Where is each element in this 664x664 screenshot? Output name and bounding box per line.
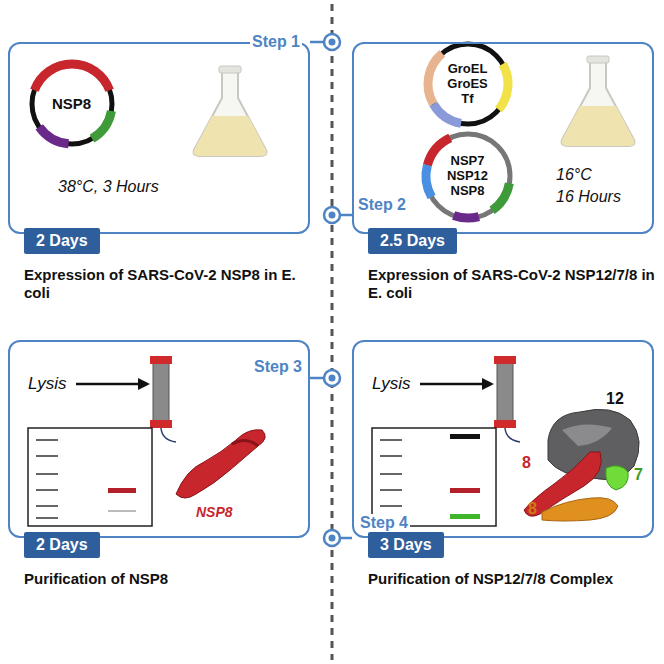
plasmid-gene: NSP8 xyxy=(451,183,485,198)
plasmid-gene: Tf xyxy=(461,91,473,106)
plasmid-gene: NSP7 xyxy=(451,153,485,168)
flask xyxy=(194,66,267,156)
sds-gel xyxy=(28,428,496,526)
subunit-label: 12 xyxy=(606,390,624,408)
step-panel: Purification of NSP12/7/8 Complex3 Days xyxy=(352,340,654,538)
plasmid-gene: NSP8 xyxy=(52,95,91,112)
step-label: Step 4 xyxy=(358,514,410,532)
duration-text: 2.5 Days xyxy=(380,232,445,249)
duration-tab: 2 Days xyxy=(24,532,100,558)
step-caption: Purification of NSP8 xyxy=(24,570,314,588)
plasmid-rings xyxy=(32,44,510,218)
condition-text: 16°C xyxy=(556,166,592,184)
nsp8-structure xyxy=(176,430,265,498)
step-markers xyxy=(310,34,352,546)
condition-text: 38°C, 3 Hours xyxy=(58,178,159,196)
step-label: Step 3 xyxy=(252,358,304,376)
plasmid: NSP8 xyxy=(41,73,103,135)
duration-text: 3 Days xyxy=(380,536,432,553)
step-caption: Purification of NSP12/7/8 Complex xyxy=(368,570,658,588)
lysis-arrow xyxy=(76,378,494,390)
step-caption: Expression of SARS-CoV-2 NSP12/7/8 in E.… xyxy=(368,266,658,302)
nsp12-7-8-structure xyxy=(524,409,639,521)
plasmid-gene: GroEL xyxy=(448,61,488,76)
plasmid: NSP7NSP12NSP8 xyxy=(434,142,502,210)
step-panel: Expression of SARS-CoV-2 NSP8 in E. coli… xyxy=(8,42,310,234)
condition-text: 16 Hours xyxy=(556,188,621,206)
duration-tab: 2 Days xyxy=(24,228,100,254)
duration-tab: 2.5 Days xyxy=(368,228,457,254)
step-dots xyxy=(329,39,336,542)
duration-text: 2 Days xyxy=(36,232,88,249)
step-caption: Expression of SARS-CoV-2 NSP8 in E. coli xyxy=(24,266,314,302)
duration-text: 2 Days xyxy=(36,536,88,553)
step-label: Step 1 xyxy=(250,33,302,51)
step-label: Step 2 xyxy=(356,196,408,214)
flask xyxy=(562,56,635,146)
timeline xyxy=(331,4,334,660)
plasmid-gene: NSP12 xyxy=(447,168,488,183)
subunit-label: 8 xyxy=(522,454,531,472)
step-text: Lysis xyxy=(372,374,410,394)
plasmid-gene: GroES xyxy=(447,76,487,91)
subunit-label: 7 xyxy=(634,466,643,484)
subunit-label: 8 xyxy=(528,500,537,518)
plasmid: GroELGroESTf xyxy=(436,52,500,116)
duration-tab: 3 Days xyxy=(368,532,444,558)
step-text: Lysis xyxy=(28,374,66,394)
protein-label: NSP8 xyxy=(196,504,233,520)
